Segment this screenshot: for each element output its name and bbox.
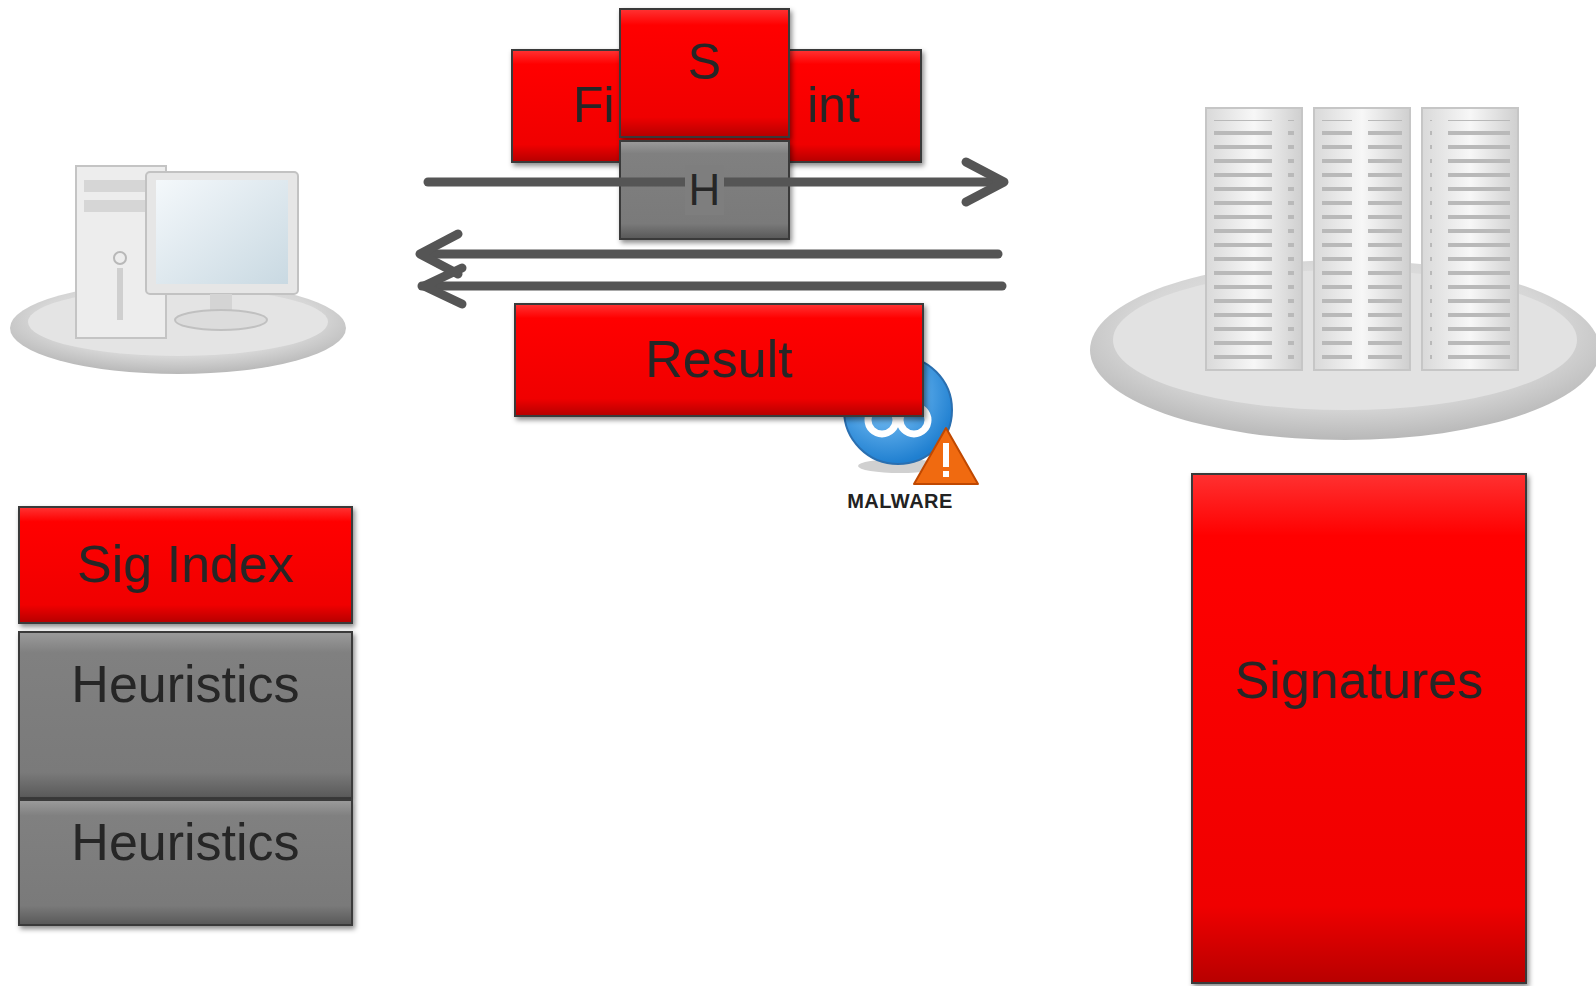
box-label: Heuristics bbox=[71, 813, 299, 873]
hash-part-box: H bbox=[619, 140, 790, 240]
server-rack-icon bbox=[1090, 108, 1596, 440]
signatures-box: Signatures bbox=[1191, 473, 1527, 984]
arrow-head bbox=[420, 234, 458, 274]
heuristics-box: Heuristics bbox=[18, 799, 353, 926]
result-box: Result bbox=[514, 303, 924, 417]
box-label: H bbox=[685, 165, 725, 216]
arrow-head bbox=[966, 162, 1004, 202]
box-label: Result bbox=[645, 330, 792, 390]
arrow-head bbox=[424, 268, 462, 304]
box-label: int bbox=[807, 77, 860, 135]
sig-index-box: Sig Index bbox=[18, 506, 353, 624]
hash-part-box: S bbox=[619, 8, 790, 138]
box-label: Heuristics bbox=[71, 655, 299, 715]
malware-label: MALWARE bbox=[847, 490, 953, 513]
box-label: Signatures bbox=[1235, 651, 1484, 711]
box-label: S bbox=[688, 34, 721, 92]
request-arrow bbox=[428, 178, 1000, 187]
box-label: Sig Index bbox=[77, 535, 294, 595]
box-label: Fi bbox=[573, 77, 615, 135]
computer-icon bbox=[10, 166, 346, 374]
reply-arrow bbox=[422, 250, 998, 259]
reply-arrow bbox=[422, 282, 1002, 291]
heuristics-box: Heuristics bbox=[18, 631, 353, 799]
